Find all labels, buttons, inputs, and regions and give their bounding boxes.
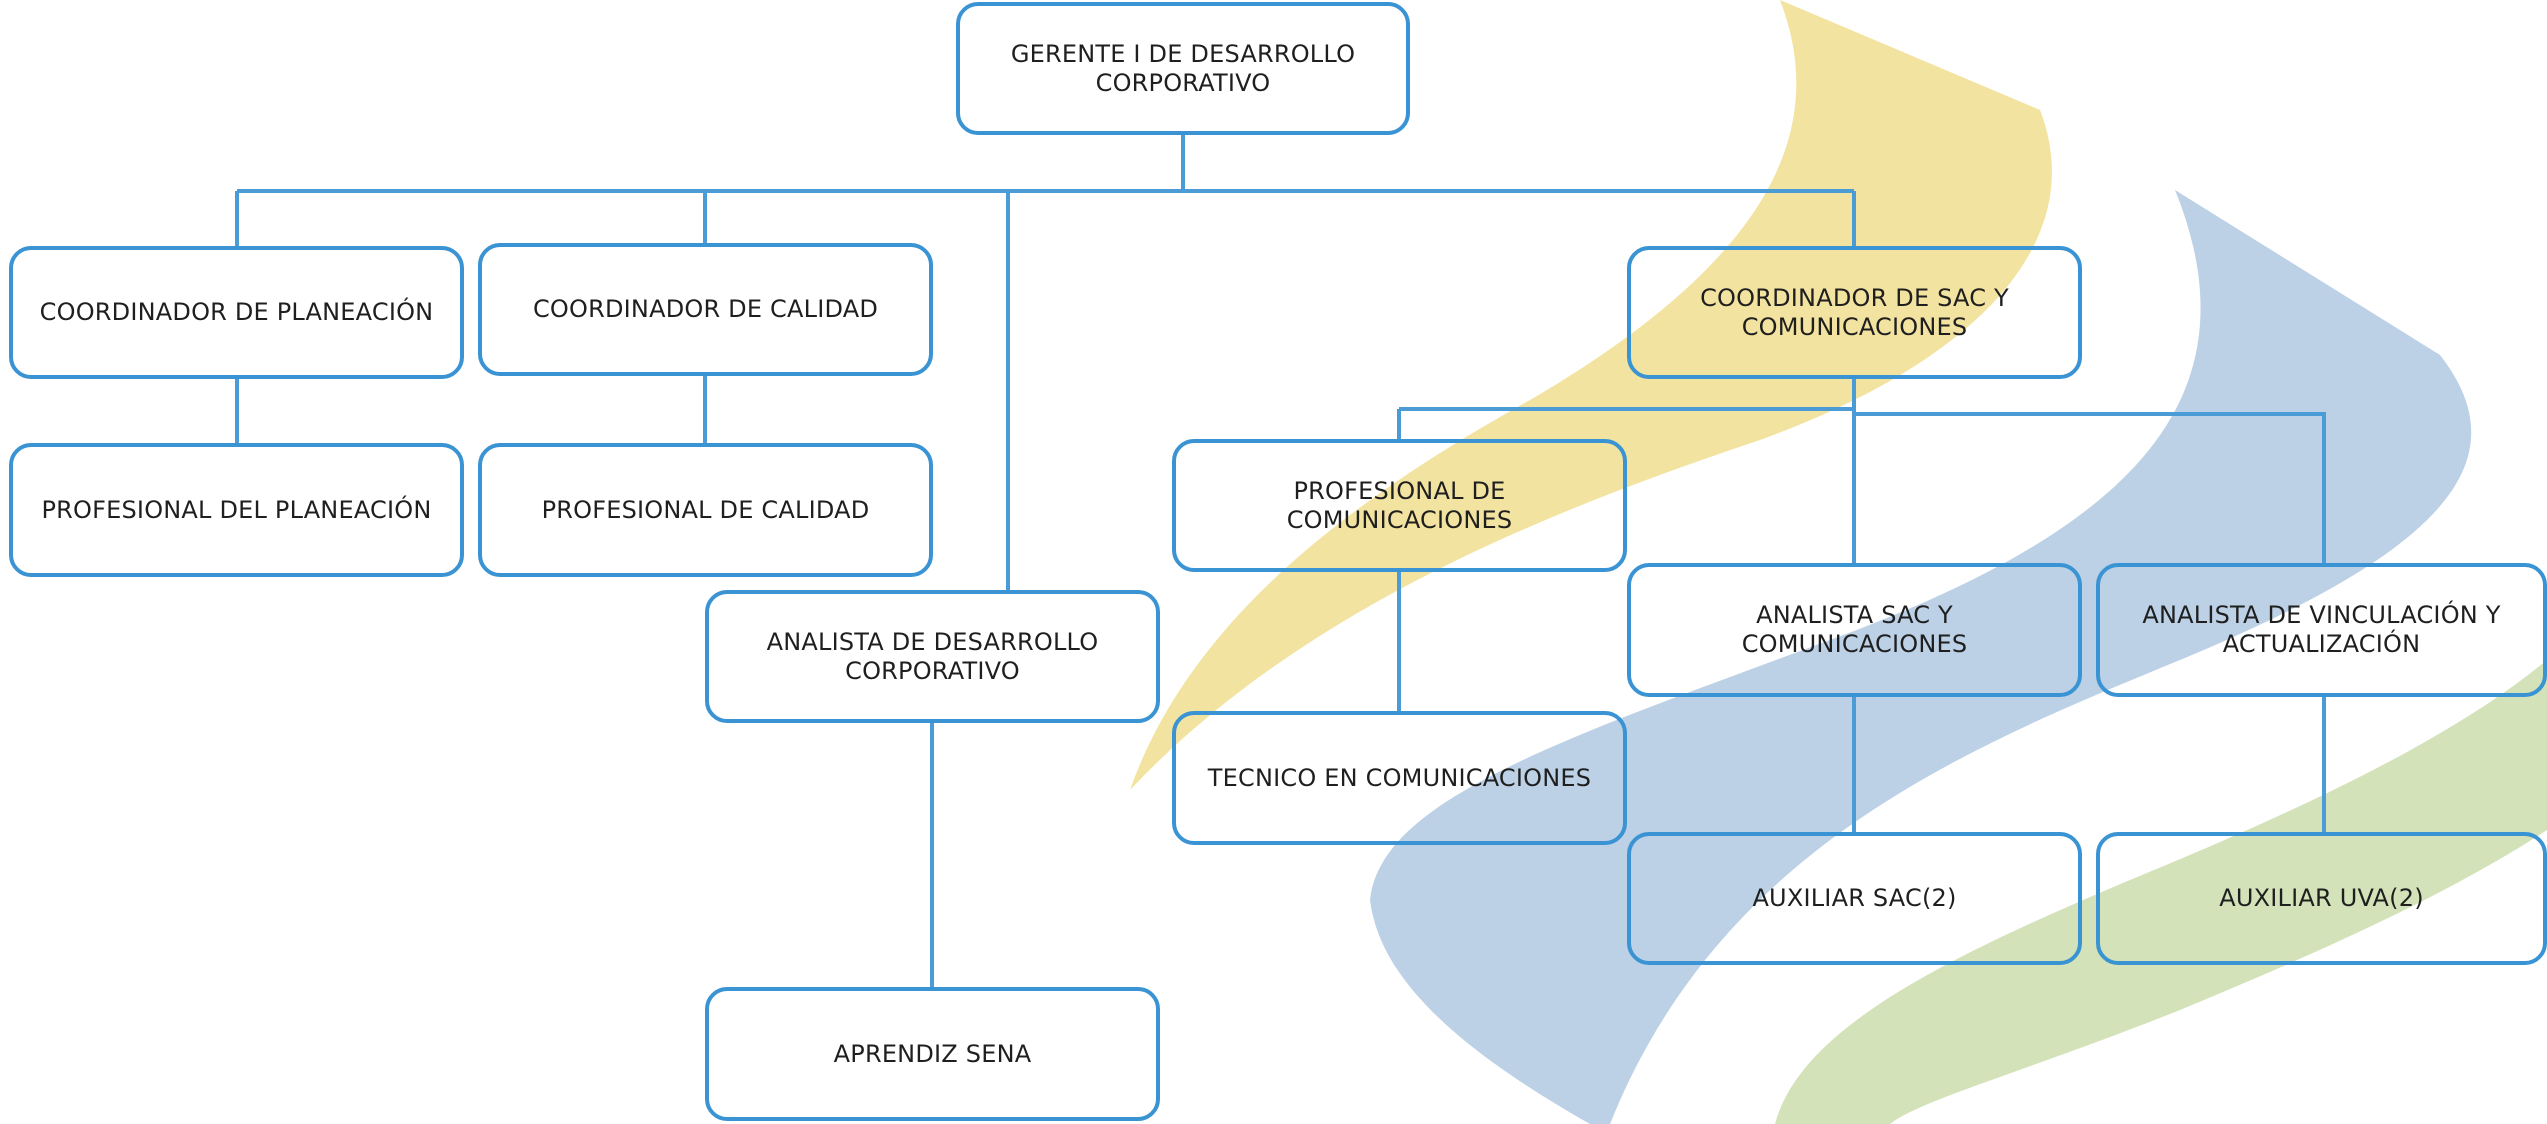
node-analista-vinculacion[interactable]: ANALISTA DE VINCULACIÓN Y ACTUALIZACIÓN xyxy=(2096,563,2547,697)
node-profesional-comunicaciones-label: PROFESIONAL DE COMUNICACIONES xyxy=(1286,476,1513,534)
node-profesional-planeacion[interactable]: PROFESIONAL DEL PLANEACIÓN xyxy=(9,443,464,577)
node-gerente[interactable]: GERENTE I DE DESARROLLO CORPORATIVO xyxy=(956,2,1410,135)
node-aprendiz-sena-label: APRENDIZ SENA xyxy=(833,1039,1032,1068)
yellow-swoosh xyxy=(1130,0,2052,790)
node-auxiliar-uva[interactable]: AUXILIAR UVA(2) xyxy=(2096,832,2547,965)
node-profesional-calidad[interactable]: PROFESIONAL DE CALIDAD xyxy=(478,443,933,577)
node-analista-vinculacion-label: ANALISTA DE VINCULACIÓN Y ACTUALIZACIÓN xyxy=(2142,601,2501,658)
node-profesional-comunicaciones[interactable]: PROFESIONAL DE COMUNICACIONES xyxy=(1172,439,1627,572)
green-swoosh xyxy=(1775,660,2547,1124)
node-profesional-calidad-label: PROFESIONAL DE CALIDAD xyxy=(541,495,870,524)
node-tecnico-comunicaciones[interactable]: TECNICO EN COMUNICACIONES xyxy=(1172,711,1627,845)
node-coordinador-planeacion-label: COORDINADOR DE PLANEACIÓN xyxy=(39,298,434,326)
node-analista-desarrollo-label: ANALISTA DE DESARROLLO CORPORATIVO xyxy=(766,627,1099,685)
node-analista-sac-label: ANALISTA SAC Y COMUNICACIONES xyxy=(1741,601,1968,658)
node-auxiliar-uva-label: AUXILIAR UVA(2) xyxy=(2219,884,2424,912)
node-analista-desarrollo[interactable]: ANALISTA DE DESARROLLO CORPORATIVO xyxy=(705,590,1160,723)
node-auxiliar-sac-label: AUXILIAR SAC(2) xyxy=(1752,884,1957,912)
node-coordinador-calidad-label: COORDINADOR DE CALIDAD xyxy=(532,295,879,323)
node-gerente-label: GERENTE I DE DESARROLLO CORPORATIVO xyxy=(1010,39,1356,97)
blue-swoosh xyxy=(1370,190,2472,1124)
node-aprendiz-sena[interactable]: APRENDIZ SENA xyxy=(705,987,1160,1121)
node-auxiliar-sac[interactable]: AUXILIAR SAC(2) xyxy=(1627,832,2082,965)
connector-sac-bus-right xyxy=(1854,412,2326,563)
node-profesional-planeacion-label: PROFESIONAL DEL PLANEACIÓN xyxy=(41,495,432,524)
node-coordinador-planeacion[interactable]: COORDINADOR DE PLANEACIÓN xyxy=(9,246,464,379)
node-coordinador-sac-label: COORDINADOR DE SAC Y COMUNICACIONES xyxy=(1700,283,2009,341)
node-analista-sac[interactable]: ANALISTA SAC Y COMUNICACIONES xyxy=(1627,563,2082,697)
node-coordinador-sac[interactable]: COORDINADOR DE SAC Y COMUNICACIONES xyxy=(1627,246,2082,379)
node-coordinador-calidad[interactable]: COORDINADOR DE CALIDAD xyxy=(478,243,933,376)
node-tecnico-comunicaciones-label: TECNICO EN COMUNICACIONES xyxy=(1207,763,1592,792)
